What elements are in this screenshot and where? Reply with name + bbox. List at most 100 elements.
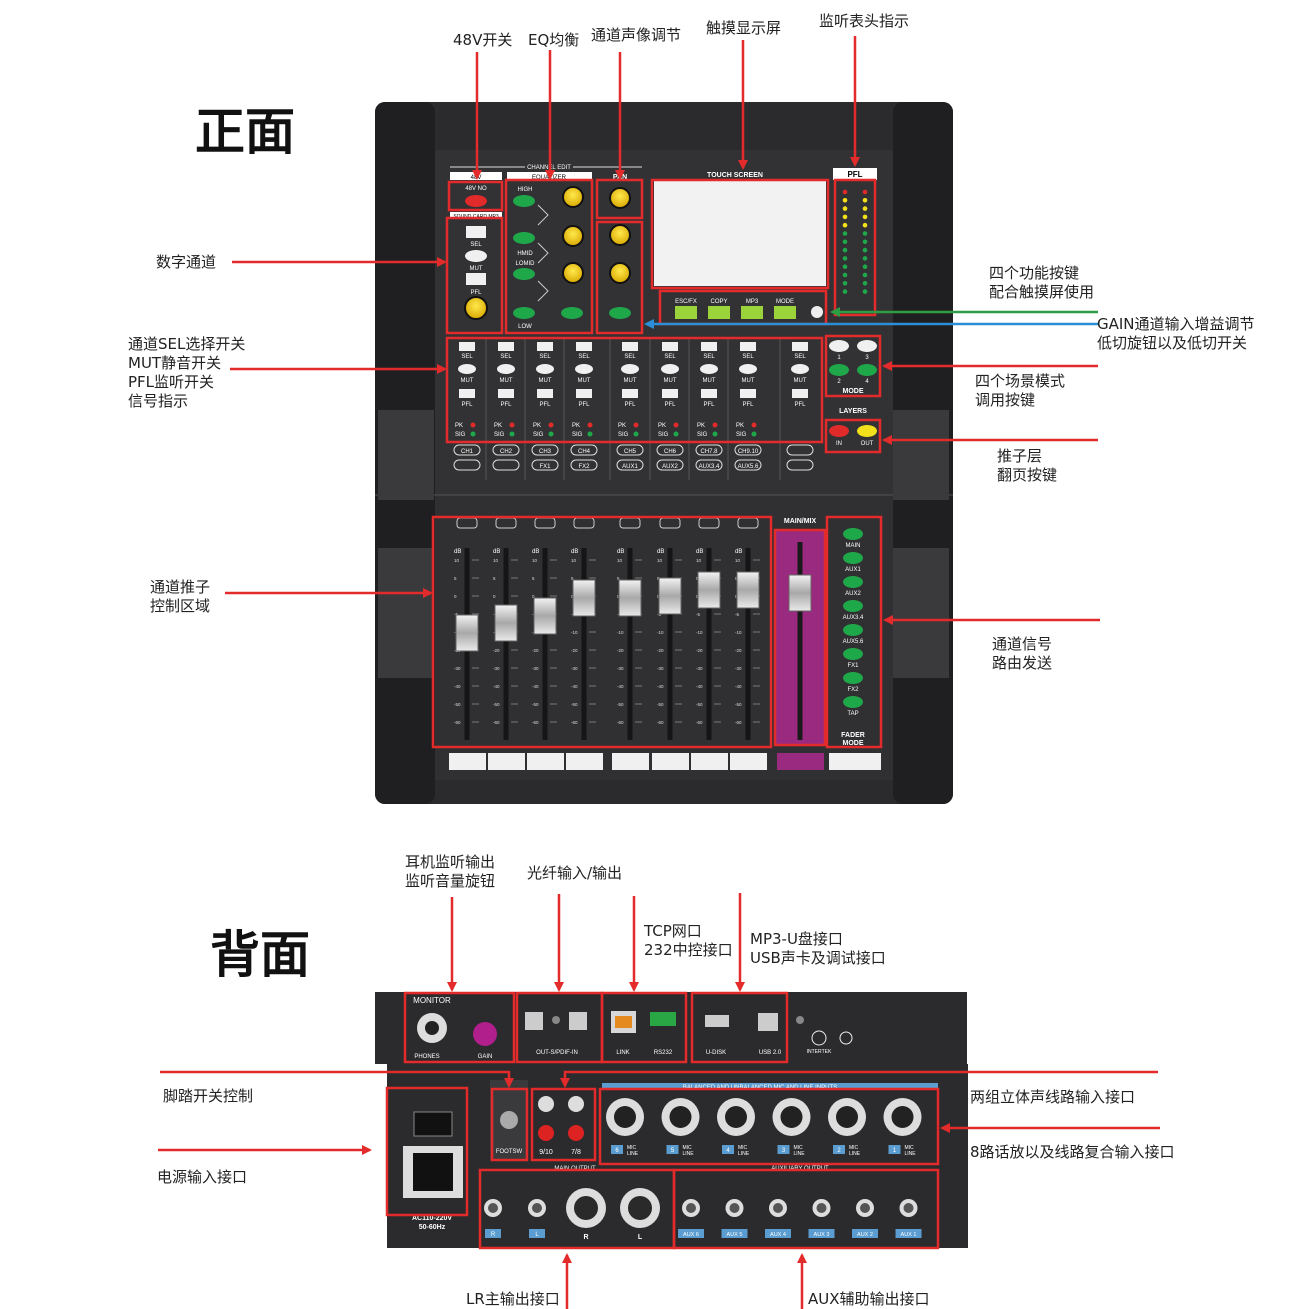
func-key-label: COPY [710, 299, 727, 305]
udisk-label: U-DISK [706, 1050, 726, 1056]
touch-knob[interactable] [811, 306, 823, 318]
pfl-button[interactable] [740, 389, 756, 398]
pfl-button[interactable] [537, 389, 553, 398]
mut-button[interactable] [621, 364, 639, 374]
sel-button-digital[interactable] [466, 226, 486, 238]
routing-button[interactable] [843, 624, 863, 636]
pfl-button-digital[interactable] [466, 273, 486, 285]
sel-button[interactable] [459, 342, 475, 351]
pfl-button[interactable] [662, 389, 678, 398]
eq-lomid-button[interactable] [513, 268, 535, 280]
power-switch[interactable] [413, 1111, 453, 1137]
mut-button[interactable] [575, 364, 593, 374]
mut-button[interactable] [661, 364, 679, 374]
meter-led [842, 206, 848, 211]
sel-button[interactable] [498, 342, 514, 351]
eq-hmid-button[interactable] [513, 232, 535, 244]
phantom-button[interactable] [465, 195, 487, 207]
sel-button[interactable] [792, 342, 808, 351]
fader-cap[interactable] [494, 604, 518, 642]
scene-button-1[interactable] [829, 340, 849, 352]
sel-button[interactable] [576, 342, 592, 351]
mut-button-digital[interactable] [465, 250, 487, 262]
pan-knob[interactable] [609, 187, 631, 209]
routing-button[interactable] [843, 648, 863, 660]
scene-button-4[interactable] [857, 364, 877, 376]
lowcut-knob[interactable] [609, 262, 631, 284]
sel-button[interactable] [740, 342, 756, 351]
routing-button[interactable] [843, 600, 863, 612]
func-key-button[interactable] [675, 306, 697, 319]
layer-out-button[interactable] [857, 425, 877, 437]
eq-knob-3[interactable] [562, 262, 584, 284]
eq-on-button[interactable] [561, 307, 583, 319]
touch-screen[interactable] [654, 181, 826, 286]
fader-cap[interactable] [455, 614, 479, 652]
sel-button[interactable] [662, 342, 678, 351]
pan-gain-section: PAN [609, 174, 631, 319]
monitor-gain-knob[interactable] [473, 1022, 497, 1046]
mut-button[interactable] [739, 364, 757, 374]
fader-cap[interactable] [697, 571, 721, 609]
output-label: L [638, 1234, 643, 1241]
sel-button[interactable] [701, 342, 717, 351]
mut-button[interactable] [536, 364, 554, 374]
lowcut-button[interactable] [609, 307, 631, 319]
layer-label-box [656, 459, 684, 471]
pfl-button[interactable] [622, 389, 638, 398]
db-label: dB [532, 549, 539, 555]
pfl-button[interactable] [701, 389, 717, 398]
pfl-button[interactable] [459, 389, 475, 398]
fader-scale-label: 10 [617, 558, 623, 563]
footswitch-jack[interactable] [500, 1111, 518, 1129]
eq-high-button[interactable] [513, 195, 535, 207]
gain-knob[interactable] [609, 224, 631, 246]
udisk-port[interactable] [705, 1015, 729, 1027]
pk-led [712, 422, 718, 428]
eq-knob-2[interactable] [562, 225, 584, 247]
mut-button[interactable] [497, 364, 515, 374]
fader-cap[interactable] [572, 579, 596, 617]
func-key-button[interactable] [708, 306, 730, 319]
pfl-button[interactable] [792, 389, 808, 398]
func-key-button[interactable] [774, 306, 796, 319]
rca-7-8-red[interactable] [568, 1125, 584, 1141]
volume-knob-digital[interactable] [464, 296, 488, 320]
sel-button[interactable] [622, 342, 638, 351]
upper-layer-label: CH6 [664, 449, 677, 455]
callout-stereo-inputs: 两组立体声线路输入接口 [970, 1088, 1136, 1106]
routing-button[interactable] [843, 576, 863, 588]
mut-button[interactable] [458, 364, 476, 374]
rca-9-10-red[interactable] [538, 1125, 554, 1141]
fader-cap[interactable] [658, 577, 682, 615]
mic-line-label: LINE [794, 1151, 806, 1157]
fader-cap[interactable] [618, 579, 642, 617]
scene-button-3[interactable] [857, 340, 877, 352]
routing-button[interactable] [843, 672, 863, 684]
fader-cap[interactable] [533, 597, 557, 635]
routing-button[interactable] [843, 552, 863, 564]
rca-7-8-white[interactable] [568, 1096, 584, 1112]
rs232-port[interactable] [650, 1012, 676, 1026]
fader-cap[interactable] [736, 571, 760, 609]
layer-in-button[interactable] [829, 425, 849, 437]
scene-button-2[interactable] [829, 364, 849, 376]
func-key-button[interactable] [741, 306, 763, 319]
eq-knob-1[interactable] [562, 186, 584, 208]
routing-button[interactable] [843, 696, 863, 708]
usb-port[interactable] [758, 1013, 778, 1031]
spdif-out-port[interactable] [525, 1012, 543, 1030]
callout-aux-out: AUX辅助输出接口 [808, 1290, 930, 1308]
spdif-in-port[interactable] [569, 1012, 587, 1030]
sel-button[interactable] [537, 342, 553, 351]
routing-button[interactable] [843, 528, 863, 540]
eq-low-button[interactable] [513, 307, 535, 319]
mut-button[interactable] [700, 364, 718, 374]
pfl-button[interactable] [498, 389, 514, 398]
rca-9-10-white[interactable] [538, 1096, 554, 1112]
sig-led [509, 431, 515, 437]
pfl-button[interactable] [576, 389, 592, 398]
mut-button[interactable] [791, 364, 809, 374]
main-fader-cap[interactable] [788, 574, 812, 612]
